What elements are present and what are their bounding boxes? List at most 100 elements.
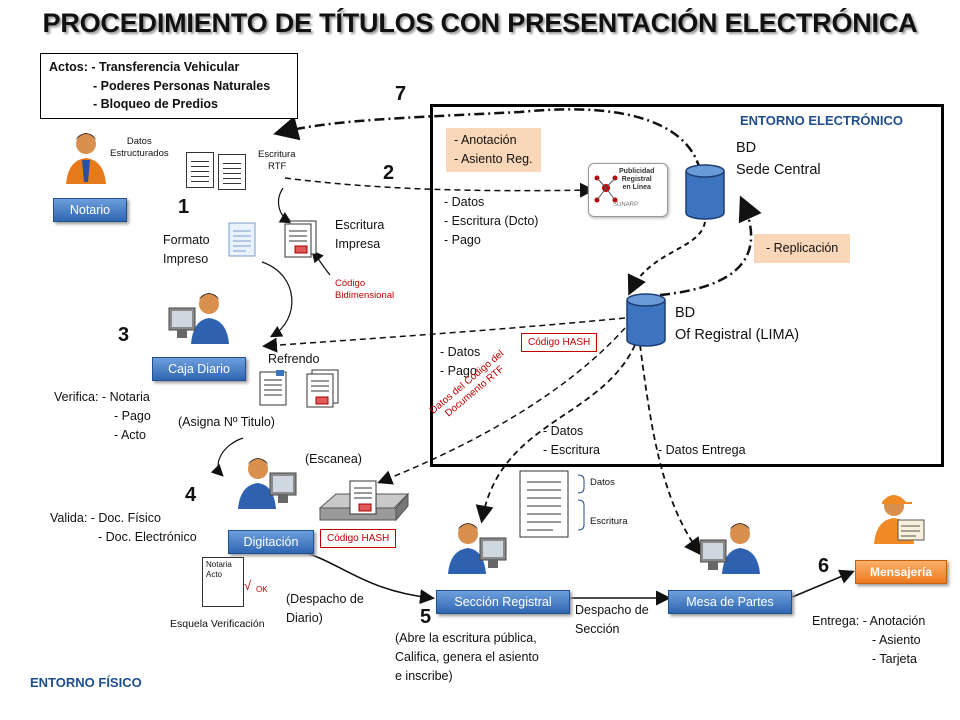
digitacion-button[interactable]: Digitación [228, 530, 314, 554]
anotacion-box: - Anotación - Asiento Reg. [446, 128, 541, 172]
arrow-lima-mesa [639, 344, 703, 556]
notario-person-icon [66, 133, 106, 184]
step-number: 2 [383, 162, 395, 184]
label-line: Impresa [335, 237, 381, 251]
label-line: Despacho de [575, 603, 649, 617]
actos-line: - Poderes Personas Naturales [93, 78, 271, 93]
label-line: Escritura [258, 149, 296, 160]
label-line: Sección [575, 622, 620, 636]
escanea-label: (Escanea) [305, 452, 362, 466]
electronic-environment-label: ENTORNO ELECTRÓNICO [740, 113, 903, 128]
checkmark-icon: √ [244, 578, 252, 593]
step-number: 6 [818, 555, 830, 577]
refrendo-label: Refrendo [268, 352, 320, 366]
arrow-central-lima [627, 221, 706, 296]
step-number: 5 [420, 606, 432, 628]
electronic-environment-box [430, 104, 944, 467]
formato-impreso-document-icon [228, 222, 256, 257]
label-line: Diario) [286, 611, 323, 625]
seccion-registral-button[interactable]: Sección Registral [436, 590, 570, 614]
verifica-label: Verifica: - Notaria - Pago - Acto [54, 388, 151, 445]
seccion-person-icon [448, 523, 507, 574]
entrega-label: Entrega: - Anotación - Asiento - Tarjeta [812, 612, 925, 669]
logo-line: en Línea [622, 184, 651, 191]
arrow-to-refrendo [261, 261, 293, 338]
label-line: - Pago [440, 364, 477, 378]
sunarp-text: SUNARP [613, 202, 639, 208]
datos-pago-label: - Datos - Pago [440, 343, 480, 381]
label-line: - Acto [114, 428, 146, 442]
step-number: 1 [178, 196, 190, 218]
label-line: Estructurados [110, 148, 169, 159]
arrow-to-digitacion [210, 437, 244, 477]
mesa-person-icon [700, 523, 760, 574]
label-line: - Doc. Electrónico [98, 530, 197, 544]
valida-label: Valida: - Doc. Físico - Doc. Electrónico [50, 509, 197, 547]
despacho-seccion-label: Despacho de Sección [575, 601, 649, 639]
label-line: - Datos [440, 345, 481, 359]
mesa-de-partes-button[interactable]: Mesa de Partes [668, 590, 792, 614]
esquela-ok: OK [256, 585, 268, 594]
actos-line: Actos: - Transferencia Vehicular [49, 60, 240, 74]
escritura-impresa-document-icon [284, 220, 317, 258]
step-number: 3 [118, 324, 130, 346]
step-number: 4 [185, 484, 197, 506]
digitacion-person-icon [238, 458, 297, 509]
escritura-rtf-label: Escritura RTF [258, 149, 295, 173]
label-line: - Datos [444, 195, 485, 209]
mensajeria-person-icon [874, 495, 925, 544]
datos-escritura-document-icon [519, 470, 569, 538]
label-line: - Asiento [872, 633, 921, 647]
label-line: (Abre la escritura pública, [395, 631, 537, 645]
label-line: - Tarjeta [872, 652, 917, 666]
label-line: Escritura [335, 218, 385, 232]
arrow-mesa-mensajeria [789, 569, 855, 599]
datos-entrega-label: - Datos Entrega [658, 443, 746, 457]
publicidad-registral-logo: Publicidad Registral en Línea SUNARP [588, 163, 668, 217]
arrow-step2 [284, 177, 595, 198]
label-line: - Datos [543, 424, 584, 438]
esquela-notaria: Notaria [206, 560, 232, 569]
actos-line: - Bloqueo de Predios [93, 97, 219, 111]
esquela-verificacion-label: Esquela Verificación [170, 618, 265, 630]
escritura-rtf-document-icon [186, 152, 256, 194]
logo-line: Publicidad [619, 168, 655, 175]
label-line: Verifica: - Notaria [54, 390, 150, 404]
arrow-digit-seccion [294, 549, 435, 605]
bd-lima-database-icon [626, 293, 666, 347]
label-line: Califica, genera el asiento [395, 650, 539, 664]
arrow-replicacion [659, 195, 762, 297]
label-line: (Despacho de [286, 592, 364, 606]
label-line: Bidimensional [335, 290, 395, 301]
arrow-step7 [273, 108, 702, 171]
label-line: Código [335, 278, 366, 289]
formato-impreso-label: Formato Impreso [163, 231, 210, 269]
refrendo-document-icon [259, 369, 339, 408]
actos-box: Actos: - Transferencia Vehicular - Poder… [40, 53, 298, 119]
label-line: - Anotación [454, 133, 517, 147]
scanner-icon [318, 480, 410, 522]
label-line: - Escritura [543, 443, 600, 457]
esquela-document: Notaria Acto [202, 557, 244, 607]
bd-lima-label: BD Of Registral (LIMA) [675, 302, 799, 346]
datos-estructurados-label: Datos Estructurados [110, 136, 169, 160]
doc-escritura-label: Escritura [590, 516, 628, 527]
label-line: Formato [163, 233, 210, 247]
abre-escritura-label: (Abre la escritura pública, Califica, ge… [395, 629, 539, 686]
physical-environment-label: ENTORNO FÍSICO [30, 675, 142, 690]
esquela-acto: Acto [206, 570, 223, 579]
replicacion-box: - Replicación [754, 234, 851, 263]
bd-sede-central-label: BD Sede Central [736, 137, 821, 181]
doc-datos-label: Datos [590, 477, 615, 488]
logo-line: Registral [621, 176, 652, 183]
despacho-diario-label: (Despacho de Diario) [286, 590, 364, 628]
label-line: Of Registral (LIMA) [675, 327, 800, 343]
mensajeria-button[interactable]: Mensajería [855, 560, 947, 584]
notario-button[interactable]: Notario [53, 198, 127, 222]
arrow-lima-seccion [475, 344, 636, 524]
caja-diario-button[interactable]: Caja Diario [152, 357, 246, 381]
datos-escritura-label: - Datos - Escritura [543, 422, 600, 460]
arrow-lima-caja [262, 317, 626, 353]
page-title: PROCEDIMIENTO DE TÍTULOS CON PRESENTACIÓ… [42, 8, 918, 38]
